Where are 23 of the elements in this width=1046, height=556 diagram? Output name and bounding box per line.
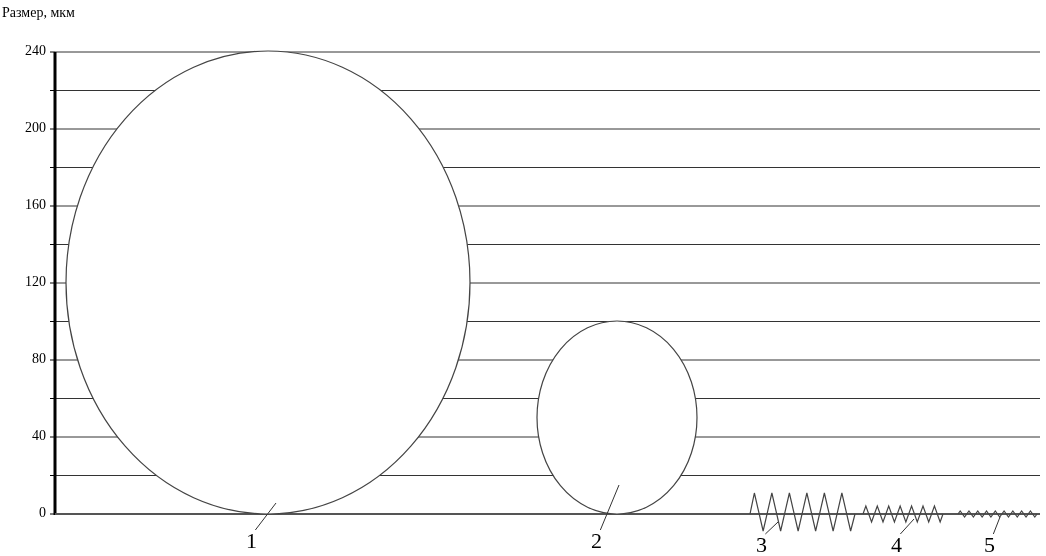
zigzag-line <box>862 504 944 524</box>
tick-label: 240 <box>25 44 46 58</box>
axis-title: Размер, мкм <box>2 6 75 20</box>
particle-outline <box>65 50 471 515</box>
particle-outline <box>536 320 698 515</box>
leader-line <box>599 484 620 531</box>
tick-label: 120 <box>25 275 46 289</box>
tick-label: 80 <box>32 352 46 366</box>
callout-number: 4 <box>891 534 902 556</box>
tick-label: 160 <box>25 198 46 212</box>
callout-number: 1 <box>246 530 257 552</box>
tick-label: 40 <box>32 429 46 443</box>
zigzag-line <box>749 492 856 532</box>
zigzag-line <box>957 510 1038 518</box>
leader-line <box>899 518 915 535</box>
leader-line <box>992 516 1001 535</box>
callout-number: 5 <box>984 534 995 556</box>
tick-label: 0 <box>39 506 46 520</box>
leader-line <box>254 502 277 531</box>
callout-number: 3 <box>756 534 767 556</box>
callout-number: 2 <box>591 530 602 552</box>
leader-line <box>764 521 779 535</box>
tick-label: 200 <box>25 121 46 135</box>
